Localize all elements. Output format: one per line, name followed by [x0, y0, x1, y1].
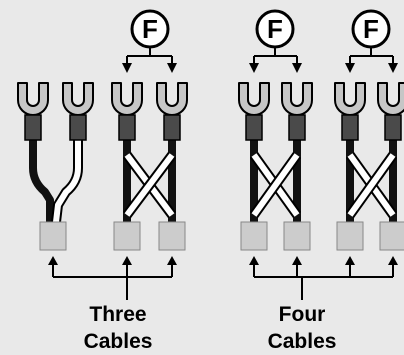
- fork-terminal-icon: [62, 82, 94, 116]
- four-cables-caption-line1: Four: [278, 303, 326, 326]
- fork-terminal-icon: [334, 82, 366, 116]
- wire-white-cross-b-2: [249, 152, 302, 218]
- cable-connector-icon: [379, 221, 404, 251]
- cable-connector-icon: [336, 221, 364, 251]
- cable-connector-icon: [240, 221, 268, 251]
- up-arrow-icon: [249, 256, 259, 265]
- down-arrow-icon: [167, 63, 177, 73]
- down-arrow-icon: [122, 63, 132, 73]
- wire-white-1-core: [53, 140, 81, 223]
- wire-black-1: [29, 140, 54, 222]
- crimp-sleeve: [69, 114, 87, 141]
- down-arrow-icon: [249, 63, 259, 73]
- marker-letter: F: [267, 14, 283, 44]
- up-arrow-icon: [388, 256, 398, 265]
- crimp-sleeve: [288, 114, 306, 141]
- up-arrow-icon: [122, 256, 132, 265]
- crimp-sleeve: [341, 114, 359, 141]
- wire-white-cross-b-3-core: [347, 153, 396, 217]
- cable-connector-icon: [158, 221, 186, 251]
- down-arrow-icon: [345, 63, 355, 73]
- wire-white-cross-b-1: [123, 152, 176, 218]
- down-arrow-icon: [292, 63, 302, 73]
- three-cables-caption-line1: Three: [89, 303, 147, 326]
- crimp-sleeve: [24, 114, 42, 141]
- marker-letter: F: [142, 14, 158, 44]
- wire-white-cross-b-3: [345, 152, 398, 218]
- down-arrow-icon: [388, 63, 398, 73]
- fork-terminal-icon: [281, 82, 313, 116]
- crimp-sleeve: [245, 114, 263, 141]
- cable-connector-icon: [283, 221, 311, 251]
- fork-terminal-icon: [17, 82, 49, 116]
- fork-terminal-icon: [156, 82, 188, 116]
- crimp-sleeve: [118, 114, 136, 141]
- up-arrow-icon: [345, 256, 355, 265]
- up-arrow-icon: [48, 256, 58, 265]
- up-arrow-icon: [167, 256, 177, 265]
- wire-white-1: [51, 140, 83, 223]
- marker-circle-icon: [130, 9, 170, 49]
- four-cables-caption-line2: Cables: [267, 330, 337, 353]
- wire-white-cross-b-2-core: [251, 153, 300, 217]
- three-cables-caption-line2: Cables: [83, 330, 153, 353]
- marker-circle-icon: [255, 9, 295, 49]
- cable-connector-icon: [113, 221, 141, 251]
- up-arrow-icon: [292, 256, 302, 265]
- fork-terminal-icon: [377, 82, 404, 116]
- cable-connector-icon: [39, 221, 67, 251]
- crimp-sleeve: [384, 114, 402, 141]
- fork-terminal-icon: [111, 82, 143, 116]
- wire-white-cross-b-1-core: [124, 153, 175, 217]
- marker-letter: F: [363, 14, 379, 44]
- fork-terminal-icon: [238, 82, 270, 116]
- marker-circle-icon: [351, 9, 391, 49]
- crimp-sleeve: [163, 114, 181, 141]
